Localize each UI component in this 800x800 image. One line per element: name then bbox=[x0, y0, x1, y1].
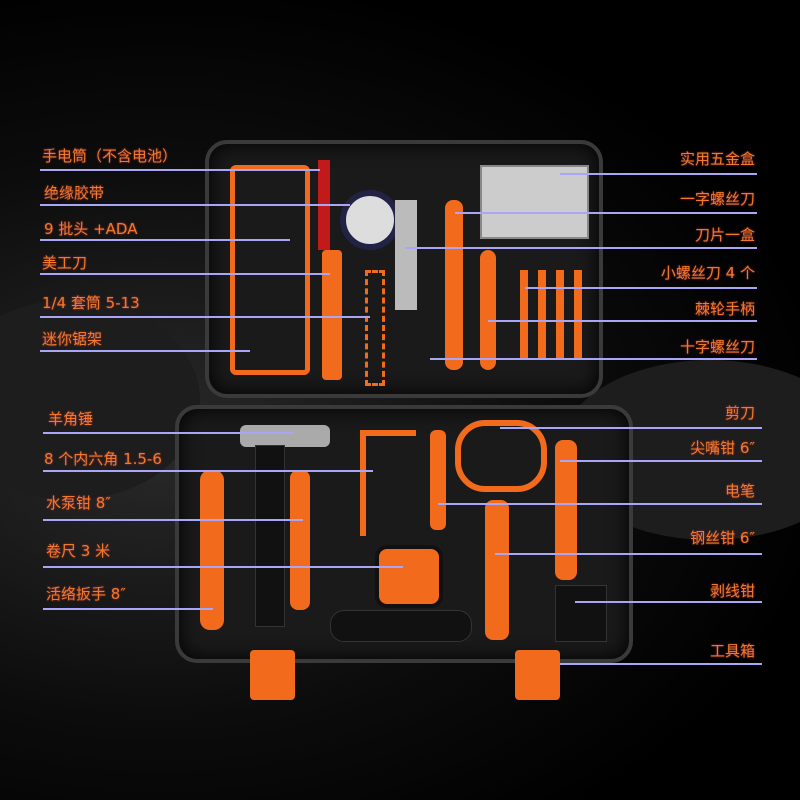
leader-line bbox=[43, 608, 213, 610]
hardware-box bbox=[480, 165, 589, 239]
leader-line bbox=[560, 173, 757, 175]
tape-measure bbox=[375, 545, 443, 608]
flat-screwdriver bbox=[445, 200, 463, 370]
label-tape-measure: 卷尺 3 米 bbox=[46, 542, 111, 560]
label-hex-keys: 8 个内六角 1.5-6 bbox=[44, 450, 162, 468]
adjustable-wrench bbox=[200, 470, 224, 630]
label-mini-saw: 迷你锯架 bbox=[42, 330, 103, 348]
label-socket-set: 1/4 套筒 5-13 bbox=[42, 294, 140, 312]
label-toolbox: 工具箱 bbox=[709, 642, 755, 660]
small-screwdriver bbox=[574, 270, 582, 360]
leader-line bbox=[40, 204, 350, 206]
toolbox-handle bbox=[330, 610, 472, 642]
label-flashlight: 手电筒（不含电池） bbox=[42, 147, 178, 165]
small-screwdriver bbox=[556, 270, 564, 360]
hammer-head bbox=[240, 425, 330, 447]
label-ratchet-handle: 棘轮手柄 bbox=[694, 300, 755, 318]
label-hammer: 羊角锤 bbox=[48, 410, 94, 428]
scissors bbox=[455, 420, 547, 492]
leader-line bbox=[560, 663, 762, 665]
leader-line bbox=[525, 287, 757, 289]
leader-line bbox=[40, 350, 250, 352]
leader-line bbox=[495, 553, 762, 555]
water-pump-pliers bbox=[290, 470, 310, 610]
leader-line bbox=[40, 239, 290, 241]
leader-line bbox=[43, 566, 403, 568]
label-needle-nose-pliers: 尖嘴钳 6″ bbox=[690, 439, 755, 457]
label-phillips-screwdriver: 十字螺丝刀 bbox=[679, 338, 755, 356]
small-screwdriver bbox=[520, 270, 528, 360]
label-utility-knife: 美工刀 bbox=[42, 254, 88, 272]
blade-box bbox=[395, 200, 417, 310]
label-blade-box: 刀片一盒 bbox=[694, 226, 755, 244]
leader-line bbox=[575, 601, 762, 603]
latch-right bbox=[515, 650, 560, 700]
hacksaw bbox=[230, 165, 310, 375]
leader-line bbox=[40, 273, 330, 275]
leader-line bbox=[405, 247, 757, 249]
leader-line bbox=[40, 316, 370, 318]
leader-line bbox=[40, 169, 320, 171]
car-silhouette bbox=[0, 300, 200, 500]
ratchet-handle bbox=[480, 250, 496, 370]
label-scissors: 剪刀 bbox=[724, 404, 755, 422]
leader-line bbox=[500, 427, 762, 429]
needle-nose-pliers bbox=[555, 440, 577, 580]
label-hardware-box: 实用五金盒 bbox=[679, 150, 755, 168]
label-flat-screwdriver: 一字螺丝刀 bbox=[679, 190, 755, 208]
label-adjustable-wrench: 活络扳手 8″ bbox=[46, 585, 126, 603]
hammer-handle bbox=[255, 445, 285, 627]
latch-left bbox=[250, 650, 295, 700]
label-combination-pliers: 钢丝钳 6″ bbox=[690, 529, 755, 547]
leader-line bbox=[438, 503, 762, 505]
leader-line bbox=[43, 519, 303, 521]
leader-line bbox=[488, 320, 757, 322]
label-bits: 9 批头 +ADA bbox=[44, 220, 138, 238]
label-test-pen: 电笔 bbox=[724, 482, 755, 500]
leader-line bbox=[560, 460, 762, 462]
small-screwdriver bbox=[538, 270, 546, 360]
socket-set bbox=[365, 270, 385, 386]
insulating-tape bbox=[340, 190, 400, 250]
label-small-screwdrivers: 小螺丝刀 4 个 bbox=[660, 264, 755, 282]
hex-keys bbox=[360, 430, 416, 536]
leader-line bbox=[430, 358, 757, 360]
label-wire-stripper: 剥线钳 bbox=[709, 582, 755, 600]
label-water-pump-pliers: 水泵钳 8″ bbox=[46, 494, 111, 512]
leader-line bbox=[455, 212, 757, 214]
combination-pliers bbox=[485, 500, 509, 640]
utility-knife bbox=[322, 250, 342, 380]
label-insulating-tape: 绝缘胶带 bbox=[44, 184, 105, 202]
test-pen bbox=[430, 430, 446, 530]
leader-line bbox=[43, 470, 373, 472]
leader-line bbox=[43, 432, 293, 434]
wire-stripper bbox=[555, 585, 607, 642]
